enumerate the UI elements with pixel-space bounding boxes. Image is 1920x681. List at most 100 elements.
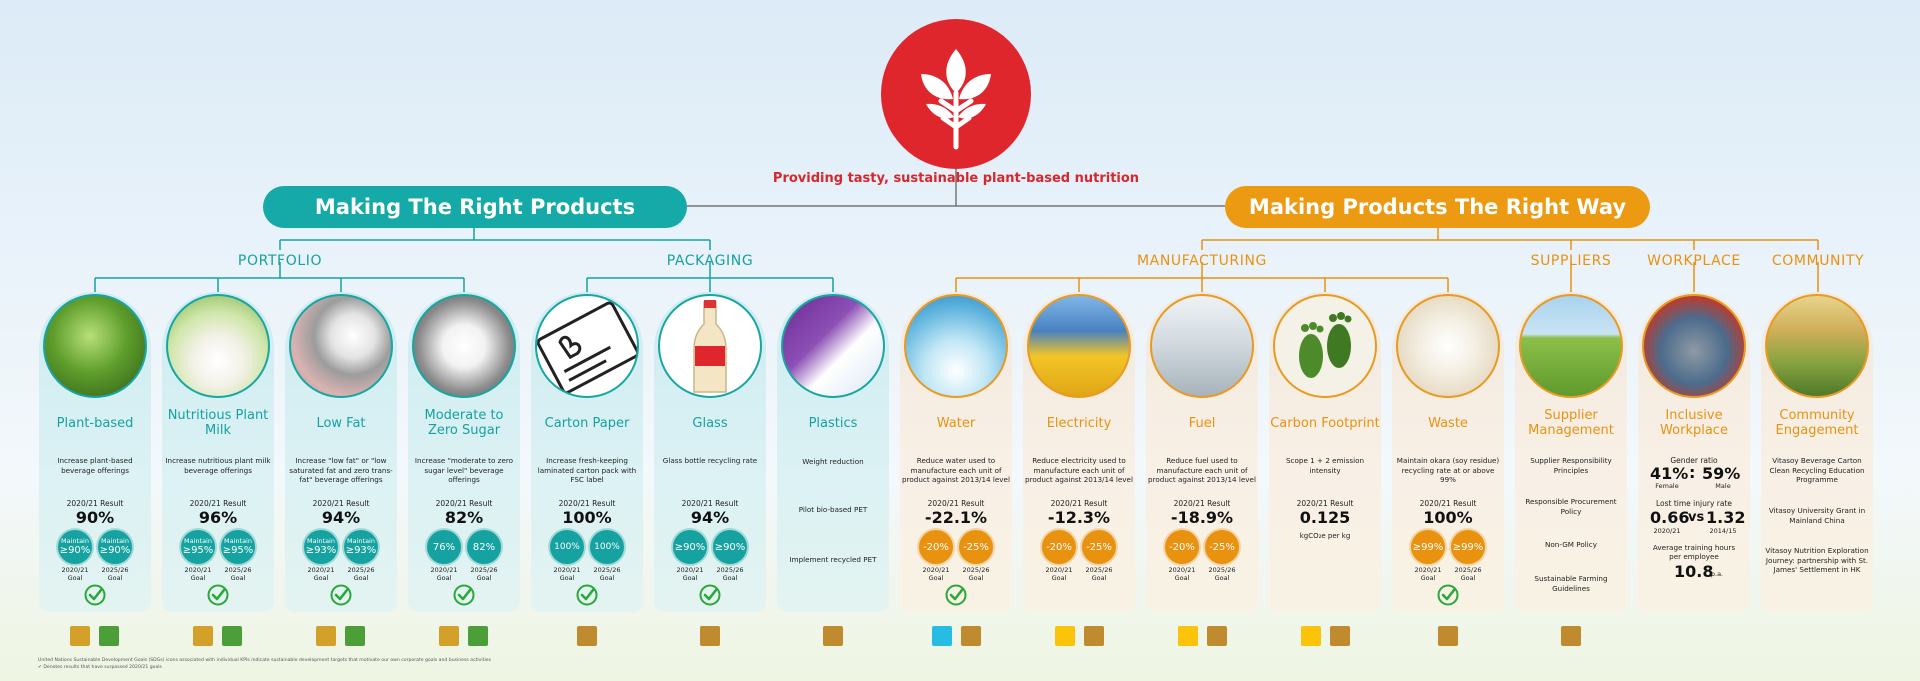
pillar-title: Inclusive Workplace [1660, 408, 1728, 438]
badge-value: -20% [1169, 541, 1195, 553]
goal-year: 2020/21 [430, 566, 458, 574]
pillar-title: Supplier Management [1528, 408, 1614, 438]
result-label: 2020/21 Result [189, 499, 247, 508]
pillar-description: Scope 1 + 2 emission intensity [1285, 456, 1365, 475]
water-drop-image [904, 294, 1008, 398]
result-value: -12.3% [1047, 508, 1111, 527]
goal-year: 2020/21 [184, 566, 212, 574]
pillar-title: Plastics [808, 415, 858, 431]
badge-value: ≥90% [714, 541, 746, 553]
logo [881, 19, 1031, 169]
glass-bottle-image [658, 294, 762, 398]
badge-value: ≥90% [99, 545, 131, 556]
goal-word: Goal [190, 574, 206, 582]
result-value: 94% [690, 508, 730, 527]
goal-year: 2020/21 [553, 566, 581, 574]
check-icon [945, 584, 967, 606]
badge-value: ≥95% [182, 545, 214, 556]
category-suppliers: SUPPLIERS [1530, 253, 1612, 269]
bottle-icon [693, 300, 727, 393]
badge-value: -20% [923, 541, 949, 553]
category-workplace: WORKPLACE [1647, 253, 1741, 269]
badge-value: ≥90% [59, 545, 91, 556]
pillar-description: Increase plant-based beverage offerings [57, 456, 133, 475]
goal-year: 2020/21 [1045, 566, 1073, 574]
badge-value: -20% [1046, 541, 1072, 553]
goal-word: Goal [559, 574, 575, 582]
goal-year: 2025/26 [347, 566, 375, 574]
goal-year: 2025/26 [101, 566, 129, 574]
pillar-description: Increase "low fat" or "low saturated fat… [289, 456, 393, 484]
pillar-title: Water [936, 415, 976, 431]
goal-badge-2526: ≥99% [1451, 530, 1485, 564]
plastic-bottles-image [781, 294, 885, 398]
sdg-3-icon [468, 626, 488, 646]
goal-year: 2020/21 [61, 566, 89, 574]
badge-maintain: Maintain [184, 537, 212, 545]
tagline: Providing tasty, sustainable plant-based… [772, 171, 1140, 186]
result-label: 2020/21 Result [1173, 499, 1231, 508]
result-value: 82% [444, 508, 484, 527]
pillar-description: Increase "moderate to zero sugar level" … [414, 456, 514, 484]
result-value: 0.125 [1299, 508, 1351, 527]
farm-field-image [1519, 294, 1623, 398]
pillar-title: Carbon Footprint [1270, 415, 1380, 431]
sdg-3-icon [345, 626, 365, 646]
community-item: Vitasoy University Grant in Mainland Chi… [1768, 506, 1866, 525]
sdg-7-icon [1301, 626, 1321, 646]
goal-word: Goal [476, 574, 492, 582]
sdg-12-icon [700, 626, 720, 646]
pillar-title: Electricity [1046, 415, 1112, 431]
footnote-check-text: Denotes results that have surpassed 2020… [43, 665, 162, 670]
pillar-description: Reduce electricity used to manufacture e… [1025, 456, 1133, 484]
badge-value: 100% [554, 541, 580, 552]
goal-year: 2020/21 [922, 566, 950, 574]
category-portfolio: PORTFOLIO [237, 253, 323, 269]
result-unit: kgCO₂e per kg [1299, 532, 1351, 540]
goal-word: Goal [1420, 574, 1436, 582]
goal-year: 2020/21 [676, 566, 704, 574]
fsc-logo-icon [537, 301, 637, 395]
check-icon [576, 584, 598, 606]
goal-year: 2025/26 [224, 566, 252, 574]
check-mini-icon: ✔ [38, 665, 42, 670]
goal-year: 2020/21 [307, 566, 335, 574]
supplier-item: Non-GM Policy [1545, 540, 1597, 549]
male-label: Male [1715, 482, 1731, 490]
check-icon [330, 584, 352, 606]
vs-label: vs [1688, 510, 1705, 525]
badge-value: ≥99% [1452, 541, 1484, 553]
badge-value: 76% [432, 541, 456, 553]
badge-value: -25% [1086, 541, 1112, 553]
result-value: 100% [1423, 508, 1473, 527]
making-products-right-way-heading: Making Products The Right Way [1225, 186, 1650, 228]
goal-word: Goal [230, 574, 246, 582]
injury-year-baseline: 2014/15 [1709, 527, 1737, 535]
badge-value: 100% [594, 541, 620, 552]
goal-badge-2526: -25% [1082, 530, 1116, 564]
team-meeting-image [1642, 294, 1746, 398]
result-value: 94% [321, 508, 361, 527]
sdg-2-icon [193, 626, 213, 646]
goal-year: 2025/26 [1454, 566, 1482, 574]
badge-value: -25% [1209, 541, 1235, 553]
goal-year: 2020/21 [1168, 566, 1196, 574]
result-label: 2020/21 Result [927, 499, 985, 508]
badge-value: 82% [472, 541, 496, 553]
check-icon [84, 584, 106, 606]
result-value: -18.9% [1170, 508, 1234, 527]
community-item: Vitasoy Nutrition Exploration Journey: p… [1765, 546, 1869, 574]
goal-badge-2526: ≥90% [713, 530, 747, 564]
badge-value: ≥99% [1412, 541, 1444, 553]
plant-sprout-image [43, 294, 147, 398]
